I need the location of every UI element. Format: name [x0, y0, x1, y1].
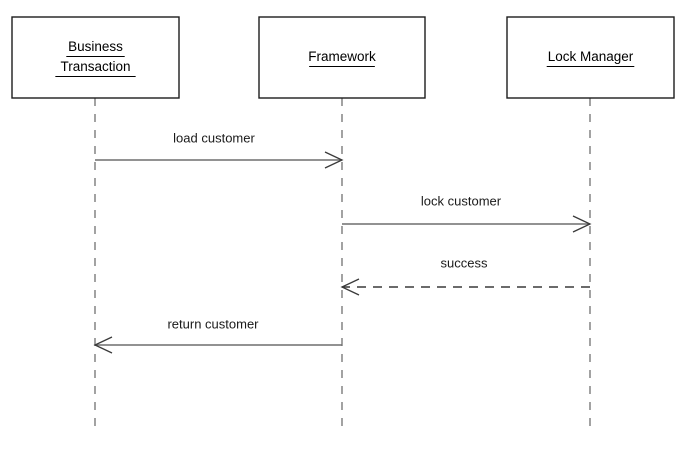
lifelines-layer: [94, 98, 591, 432]
message-label-msg-lock-customer: lock customer: [421, 193, 502, 208]
participant-framework[interactable]: Framework: [258, 16, 426, 99]
message-label-msg-return-customer: return customer: [167, 316, 259, 331]
message-arrowhead-msg-success: [340, 278, 360, 296]
message-arrowhead-msg-lock-customer: [572, 215, 592, 233]
message-arrowhead-msg-load-customer: [324, 151, 344, 169]
participant-label-business-transaction: Transaction: [60, 59, 130, 74]
participant-label-business-transaction: Business: [68, 39, 123, 54]
participant-box-framework: [258, 16, 426, 99]
participant-lock-manager[interactable]: Lock Manager: [506, 16, 675, 99]
participant-box-lock-manager: [506, 16, 675, 99]
message-msg-lock-customer[interactable]: lock customer: [342, 193, 592, 233]
message-msg-success[interactable]: success: [340, 255, 590, 296]
messages-layer: load customer lock customer success return …: [93, 130, 592, 354]
participant-label-lock-manager: Lock Manager: [548, 49, 634, 64]
participant-box-business-transaction: [11, 16, 180, 99]
message-label-msg-success: success: [441, 255, 488, 270]
message-label-msg-load-customer: load customer: [173, 130, 255, 145]
message-msg-load-customer[interactable]: load customer: [95, 130, 344, 169]
message-msg-return-customer[interactable]: return customer: [93, 316, 342, 354]
message-arrowhead-msg-return-customer: [93, 336, 113, 354]
participant-label-framework: Framework: [308, 49, 376, 64]
